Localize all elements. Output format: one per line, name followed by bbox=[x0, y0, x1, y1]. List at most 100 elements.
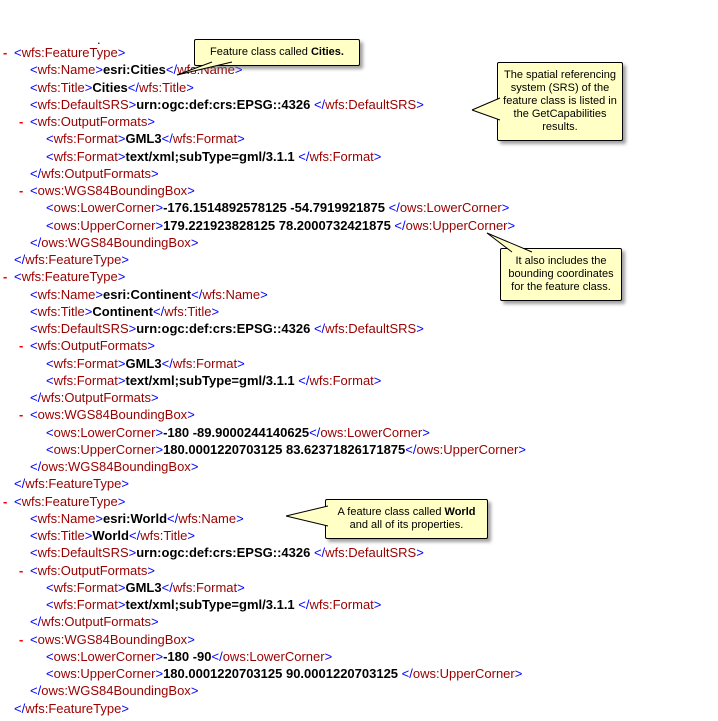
xml-bracket: > bbox=[324, 648, 333, 664]
xml-line: <wfs:DefaultSRS>urn:ogc:def:crs:EPSG::43… bbox=[0, 320, 526, 337]
xml-bracket: < bbox=[30, 183, 38, 198]
xml-text-value: 180.0001220703125 83.62371826171875 bbox=[163, 441, 406, 457]
xml-bracket: < bbox=[46, 441, 54, 457]
xml-bracket: > bbox=[151, 165, 159, 181]
xml-text-value: Cities bbox=[92, 79, 128, 95]
xml-bracket: > bbox=[190, 683, 199, 699]
xml-bracket: > bbox=[147, 114, 155, 129]
xml-bracket: > bbox=[117, 372, 126, 388]
xml-bracket: > bbox=[234, 62, 243, 78]
xml-bracket: > bbox=[190, 459, 199, 474]
xml-line: </ows:WGS84BoundingBox> bbox=[0, 234, 526, 251]
xml-bracket: > bbox=[117, 355, 126, 371]
collapse-toggle[interactable]: - bbox=[19, 407, 24, 423]
xml-bracket: > bbox=[416, 545, 424, 561]
xml-text-value: text/xml;subType=gml/3.1.1 bbox=[125, 148, 299, 164]
xml-text-value: GML3 bbox=[125, 131, 162, 147]
xml-tag-name: wfs:Format bbox=[172, 355, 238, 371]
xml-text-value: -180 -90 bbox=[163, 648, 212, 664]
callout-text-segment: Cities. bbox=[310, 46, 344, 58]
xml-tag-name: ows:LowerCorner bbox=[53, 200, 156, 216]
xml-bracket: > bbox=[155, 648, 164, 664]
xml-bracket: < bbox=[46, 666, 54, 681]
xml-bracket: </ bbox=[405, 441, 417, 457]
xml-bracket: < bbox=[14, 269, 22, 285]
xml-tag-name: wfs:FeatureType bbox=[25, 252, 122, 267]
xml-bracket: > bbox=[151, 614, 159, 630]
callout-text-segment: and all of its properties. bbox=[349, 519, 464, 531]
xml-line: </ows:WGS84BoundingBox> bbox=[0, 458, 526, 475]
xml-tag-name: wfs:Name bbox=[177, 62, 235, 78]
xml-line: <ows:UpperCorner>179.221923828125 78.200… bbox=[0, 217, 526, 234]
xml-bracket: < bbox=[30, 562, 38, 578]
callout-srs-text: The spatial referencing system (SRS) of … bbox=[502, 69, 618, 134]
xml-tag-name: wfs:Format bbox=[53, 131, 118, 147]
collapse-toggle[interactable]: - bbox=[3, 45, 8, 60]
xml-bracket: </ bbox=[161, 579, 173, 595]
xml-bracket: </ bbox=[394, 217, 406, 233]
xml-bracket: < bbox=[46, 424, 54, 440]
xml-tag-name: wfs:OutputFormats bbox=[37, 338, 148, 354]
xml-bracket: > bbox=[128, 321, 137, 336]
xml-tag-name: wfs:OutputFormats bbox=[41, 390, 152, 405]
xml-bracket: < bbox=[14, 493, 22, 509]
xml-tag-name: wfs:Title bbox=[37, 79, 85, 95]
xml-bracket: > bbox=[117, 597, 126, 612]
xml-tag-name: wfs:Name bbox=[37, 510, 96, 526]
xml-bracket: > bbox=[501, 200, 510, 216]
collapse-toggle[interactable]: - bbox=[19, 631, 24, 647]
xml-bracket: > bbox=[155, 441, 164, 457]
xml-tag-name: ows:WGS84BoundingBox bbox=[41, 459, 191, 474]
xml-tag-name: wfs:FeatureType bbox=[21, 269, 118, 285]
xml-bracket: < bbox=[30, 79, 38, 95]
xml-bracket: < bbox=[30, 114, 38, 129]
xml-text-value: World bbox=[92, 528, 129, 543]
collapse-toggle[interactable]: - bbox=[19, 183, 24, 198]
xml-document: -<wfs:FeatureType><wfs:Name>esri:Cities<… bbox=[0, 44, 526, 717]
xml-tag-name: ows:LowerCorner bbox=[53, 424, 156, 440]
callout-tail-world-icon bbox=[285, 505, 329, 527]
xml-text-value: urn:ogc:def:crs:EPSG::4326 bbox=[136, 321, 314, 336]
xml-bracket: < bbox=[46, 372, 54, 388]
xml-line: <wfs:Title>Continent</wfs:Title> bbox=[0, 303, 526, 320]
xml-text-value: urn:ogc:def:crs:EPSG::4326 bbox=[136, 96, 314, 112]
xml-bracket: > bbox=[422, 424, 430, 440]
collapse-toggle[interactable]: - bbox=[3, 493, 8, 509]
xml-bracket: < bbox=[46, 148, 54, 164]
xml-bracket: </ bbox=[161, 131, 173, 147]
xml-tag-name: wfs:Name bbox=[202, 286, 261, 302]
xml-tag-name: wfs:Name bbox=[37, 286, 96, 302]
collapse-toggle[interactable]: - bbox=[19, 562, 24, 578]
xml-bracket: </ bbox=[30, 234, 42, 250]
xml-line: <ows:LowerCorner>-180 -90</ows:LowerCorn… bbox=[0, 648, 526, 665]
xml-line: </wfs:FeatureType> bbox=[0, 700, 526, 717]
xml-tag-name: wfs:FeatureType bbox=[25, 476, 122, 492]
xml-bracket: < bbox=[30, 528, 38, 543]
xml-tag-name: wfs:Format bbox=[53, 148, 118, 164]
xml-line: -<ows:WGS84BoundingBox> bbox=[0, 406, 526, 423]
xml-line: <wfs:Title>World</wfs:Title> bbox=[0, 527, 526, 544]
xml-bracket: < bbox=[30, 321, 38, 336]
xml-tag-name: wfs:FeatureType bbox=[25, 700, 122, 716]
xml-line: <wfs:Format>GML3</wfs:Format> bbox=[0, 579, 526, 596]
xml-bracket: < bbox=[46, 131, 54, 147]
xml-line: -<wfs:FeatureType> bbox=[0, 44, 526, 61]
xml-bracket: > bbox=[117, 579, 126, 595]
xml-text-value: GML3 bbox=[125, 579, 162, 595]
xml-bracket: > bbox=[187, 631, 195, 647]
callout-tail-bounding-box-icon bbox=[486, 232, 533, 253]
xml-bracket: > bbox=[117, 45, 126, 60]
collapse-toggle[interactable]: - bbox=[3, 269, 8, 285]
xml-line: <ows:LowerCorner>-176.1514892578125 -54.… bbox=[0, 199, 526, 216]
xml-text-value: urn:ogc:def:crs:EPSG::4326 bbox=[136, 545, 314, 561]
xml-tag-name: ows:LowerCorner bbox=[320, 424, 423, 440]
xml-bracket: > bbox=[121, 252, 129, 267]
xml-line: -<wfs:OutputFormats> bbox=[0, 113, 526, 130]
collapse-toggle[interactable]: - bbox=[19, 114, 24, 129]
xml-tag-name: ows:WGS84BoundingBox bbox=[41, 683, 191, 699]
xml-tag-name: wfs:DefaultSRS bbox=[37, 96, 129, 112]
xml-bracket: </ bbox=[128, 528, 141, 543]
collapse-toggle[interactable]: - bbox=[19, 338, 24, 354]
xml-bracket: > bbox=[237, 355, 245, 371]
xml-line: <wfs:DefaultSRS>urn:ogc:def:crs:EPSG::43… bbox=[0, 96, 526, 113]
